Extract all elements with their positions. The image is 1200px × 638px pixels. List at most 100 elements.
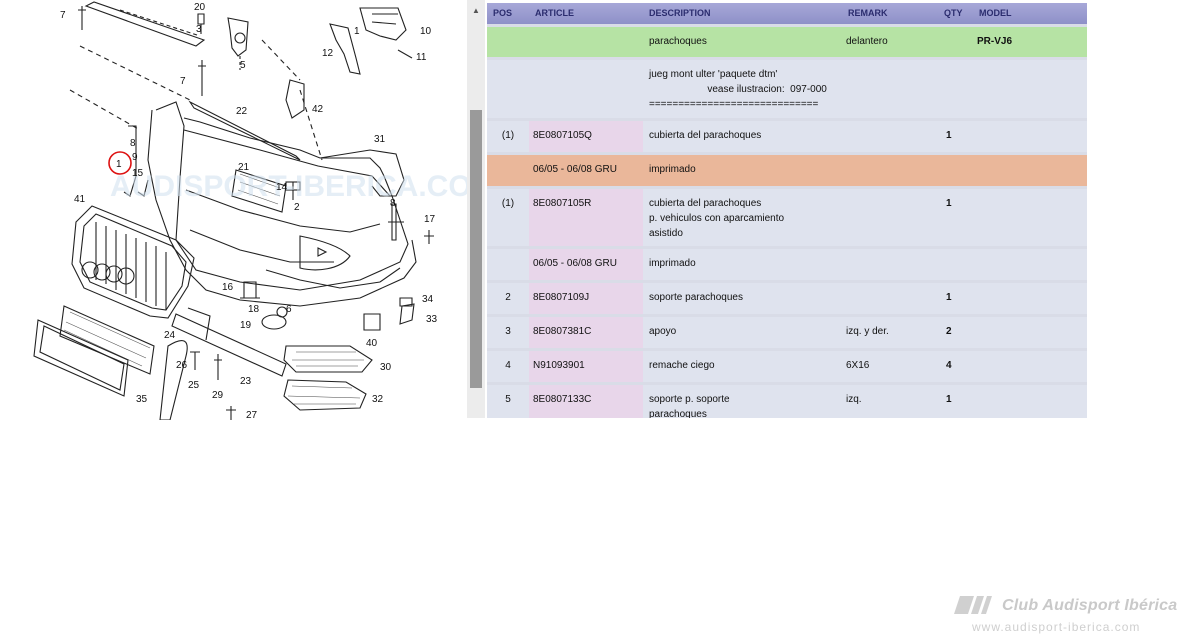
row-article-cell [529,60,643,118]
parts-table: POS ARTICLE DESCRIPTION REMARK QTY MODEL… [487,3,1087,418]
club-name: Club Audisport Ibérica [1002,597,1178,614]
row-article-cell [529,27,643,57]
description-line: remache ciego [649,360,715,371]
part-label: 17 [424,214,436,225]
row-model-cell [973,121,1087,152]
part-label: 42 [312,104,324,115]
part-label: 7 [180,76,186,87]
table-row[interactable]: jueg mont ulter 'paquete dtm' vease ilus… [487,60,1087,118]
row-model-cell: PR-VJ6 [973,27,1087,57]
part-label: 25 [188,380,200,391]
part-label: 1 [116,159,122,170]
description-line: p. vehiculos con aparcamiento [649,213,785,224]
row-pos-cell: 5 [487,385,529,418]
row-qty-cell: 4 [938,351,973,382]
row-pos-cell: (1) [487,121,529,152]
part-label: 30 [380,362,392,373]
part-label: 7 [60,10,66,21]
part-labels: 7 20 3 10 1 12 11 7 5 42 22 31 8 9 1 15 … [60,2,438,420]
header-qty[interactable]: QTY [944,8,963,18]
row-pos-cell [487,27,529,57]
part-label: 31 [374,134,386,145]
diagram-drawing: AUDISPORT-IBERICA.COM 7 20 3 10 1 12 11 … [33,1,470,420]
part-label: 32 [372,394,384,405]
club-url[interactable]: www.audisport-iberica.com [972,620,1141,634]
parts-diagram: AUDISPORT-IBERICA.COM 7 20 3 10 1 12 11 … [0,0,470,420]
row-description-cell: imprimado [643,249,842,280]
header-article[interactable]: ARTICLE [535,8,574,18]
row-model-cell [973,385,1087,418]
row-article-cell: 8E0807381C [529,317,643,348]
row-remark-cell [842,283,938,314]
row-description-cell: parachoques [643,27,842,57]
row-qty-cell [938,249,973,280]
description-line: ============================= [649,99,819,110]
row-article-cell: 8E0807133C [529,385,643,418]
header-remark[interactable]: REMARK [848,8,888,18]
row-article-cell: 8E0807105R [529,189,643,246]
description-line: cubierta del parachoques [649,130,762,141]
scroll-up-arrow-icon[interactable]: ▲ [472,6,480,15]
part-label: 12 [322,48,334,59]
part-label: 21 [238,162,250,173]
row-pos-cell: 4 [487,351,529,382]
part-label: 18 [248,304,260,315]
club-logo: Club Audisport Ibérica www.audisport-ibe… [948,594,1198,638]
header-pos[interactable]: POS [493,8,513,18]
row-remark-cell [842,189,938,246]
part-label: 14 [276,182,288,193]
part-label: 24 [164,330,176,341]
header-description[interactable]: DESCRIPTION [649,8,711,18]
part-label: 19 [240,320,252,331]
part-label: 10 [420,26,432,37]
row-model-cell [973,60,1087,118]
row-remark-cell [842,60,938,118]
part-label: 8 [130,138,136,149]
row-pos-cell [487,249,529,280]
row-description-cell: cubierta del parachoques [643,121,842,152]
description-line: asistido [649,228,683,239]
part-label: 6 [286,304,292,315]
part-label: 34 [422,294,434,305]
header-model[interactable]: MODEL [979,8,1012,18]
part-label: 29 [212,390,224,401]
part-label: 2 [294,202,300,213]
row-remark-cell [842,249,938,280]
part-label: 22 [236,106,248,117]
part-label: 9 [132,152,138,163]
row-model-cell [973,155,1087,186]
row-qty-cell: 1 [938,283,973,314]
row-remark-cell [842,155,938,186]
diagram-watermark: AUDISPORT-IBERICA.COM [110,170,470,203]
row-pos-cell: 2 [487,283,529,314]
part-label: 23 [240,376,252,387]
row-description-cell: apoyo [643,317,842,348]
row-pos-cell [487,155,529,186]
description-line: soporte parachoques [649,292,743,303]
row-qty-cell [938,60,973,118]
scrollbar-thumb[interactable] [470,110,482,388]
description-line: apoyo [649,326,677,337]
part-label: 27 [246,410,258,420]
row-model-cell [973,189,1087,246]
row-article-cell: N91093901 [529,351,643,382]
part-label: 16 [222,282,234,293]
row-pos-cell: (1) [487,189,529,246]
row-model-cell [973,249,1087,280]
part-label: 1 [354,26,360,37]
row-description-cell: remache ciego [643,351,842,382]
row-model-cell [973,351,1087,382]
scrollbar[interactable]: ▲ [467,0,485,418]
row-qty-cell [938,27,973,57]
row-qty-cell: 1 [938,189,973,246]
